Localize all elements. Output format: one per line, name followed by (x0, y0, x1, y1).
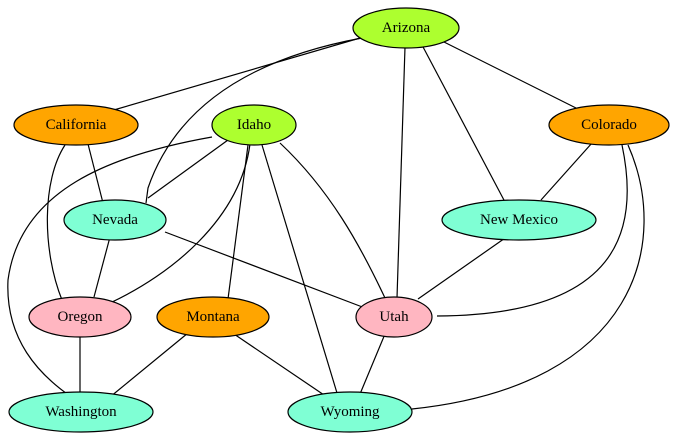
edge-arizona-colorado (439, 39, 579, 110)
edge-new-mexico-utah (417, 235, 509, 300)
node-nevada-shape (63, 199, 167, 241)
node-montana-label: Montana (186, 309, 240, 325)
edge-colorado-utah (436, 144, 628, 317)
edge-idaho-oregon (109, 143, 251, 304)
node-montana[interactable]: Montana (156, 296, 270, 338)
edge-colorado-new-mexico (540, 142, 593, 201)
edge-colorado-wyoming (411, 144, 645, 410)
node-washington[interactable]: Washington (8, 391, 154, 433)
edge-idaho-nevada (147, 139, 229, 199)
node-layer: Arizona California Idaho Colorado Nevada… (8, 7, 670, 433)
node-new-mexico[interactable]: New Mexico (441, 199, 597, 241)
edge-nevada-utah (164, 231, 366, 309)
edge-arizona-utah (396, 46, 406, 299)
node-idaho-shape (211, 104, 297, 146)
node-idaho[interactable]: Idaho (211, 104, 297, 146)
edge-arizona-nevada (145, 37, 363, 204)
node-wyoming-label: Wyoming (320, 404, 380, 420)
edge-montana-wyoming (233, 333, 328, 398)
node-california-label: California (46, 117, 107, 133)
node-colorado-shape (548, 104, 670, 146)
edge-utah-wyoming (359, 333, 386, 395)
edge-idaho-utah (279, 142, 386, 299)
node-arizona[interactable]: Arizona (352, 7, 460, 49)
edge-california-nevada (87, 143, 104, 204)
edge-arizona-california (99, 37, 361, 115)
edge-idaho-montana (227, 144, 249, 300)
node-idaho-label: Idaho (237, 117, 271, 133)
node-utah-label: Utah (379, 309, 409, 325)
edge-idaho-washington (7, 136, 213, 397)
node-colorado-label: Colorado (581, 117, 637, 133)
edge-idaho-wyoming (261, 144, 338, 394)
node-washington-shape (8, 391, 154, 433)
node-new-mexico-label: New Mexico (480, 212, 558, 228)
node-new-mexico-shape (441, 199, 597, 241)
node-oregon-shape (28, 296, 132, 338)
node-nevada-label: Nevada (92, 212, 138, 228)
node-california-shape (13, 104, 139, 146)
node-montana-shape (156, 296, 270, 338)
node-oregon-label: Oregon (58, 309, 103, 325)
edge-layer (7, 37, 645, 410)
node-colorado[interactable]: Colorado (548, 104, 670, 146)
node-washington-label: Washington (45, 404, 117, 420)
edge-montana-washington (109, 332, 189, 398)
node-nevada[interactable]: Nevada (63, 199, 167, 241)
edge-nevada-oregon (93, 236, 111, 298)
node-oregon[interactable]: Oregon (28, 296, 132, 338)
edge-california-oregon (46, 144, 66, 301)
node-arizona-label: Arizona (382, 20, 431, 36)
node-utah[interactable]: Utah (355, 296, 433, 338)
node-utah-shape (355, 296, 433, 338)
node-wyoming[interactable]: Wyoming (287, 391, 413, 433)
node-california[interactable]: California (13, 104, 139, 146)
edge-arizona-new-mexico (421, 44, 506, 203)
node-arizona-shape (352, 7, 460, 49)
node-wyoming-shape (287, 391, 413, 433)
